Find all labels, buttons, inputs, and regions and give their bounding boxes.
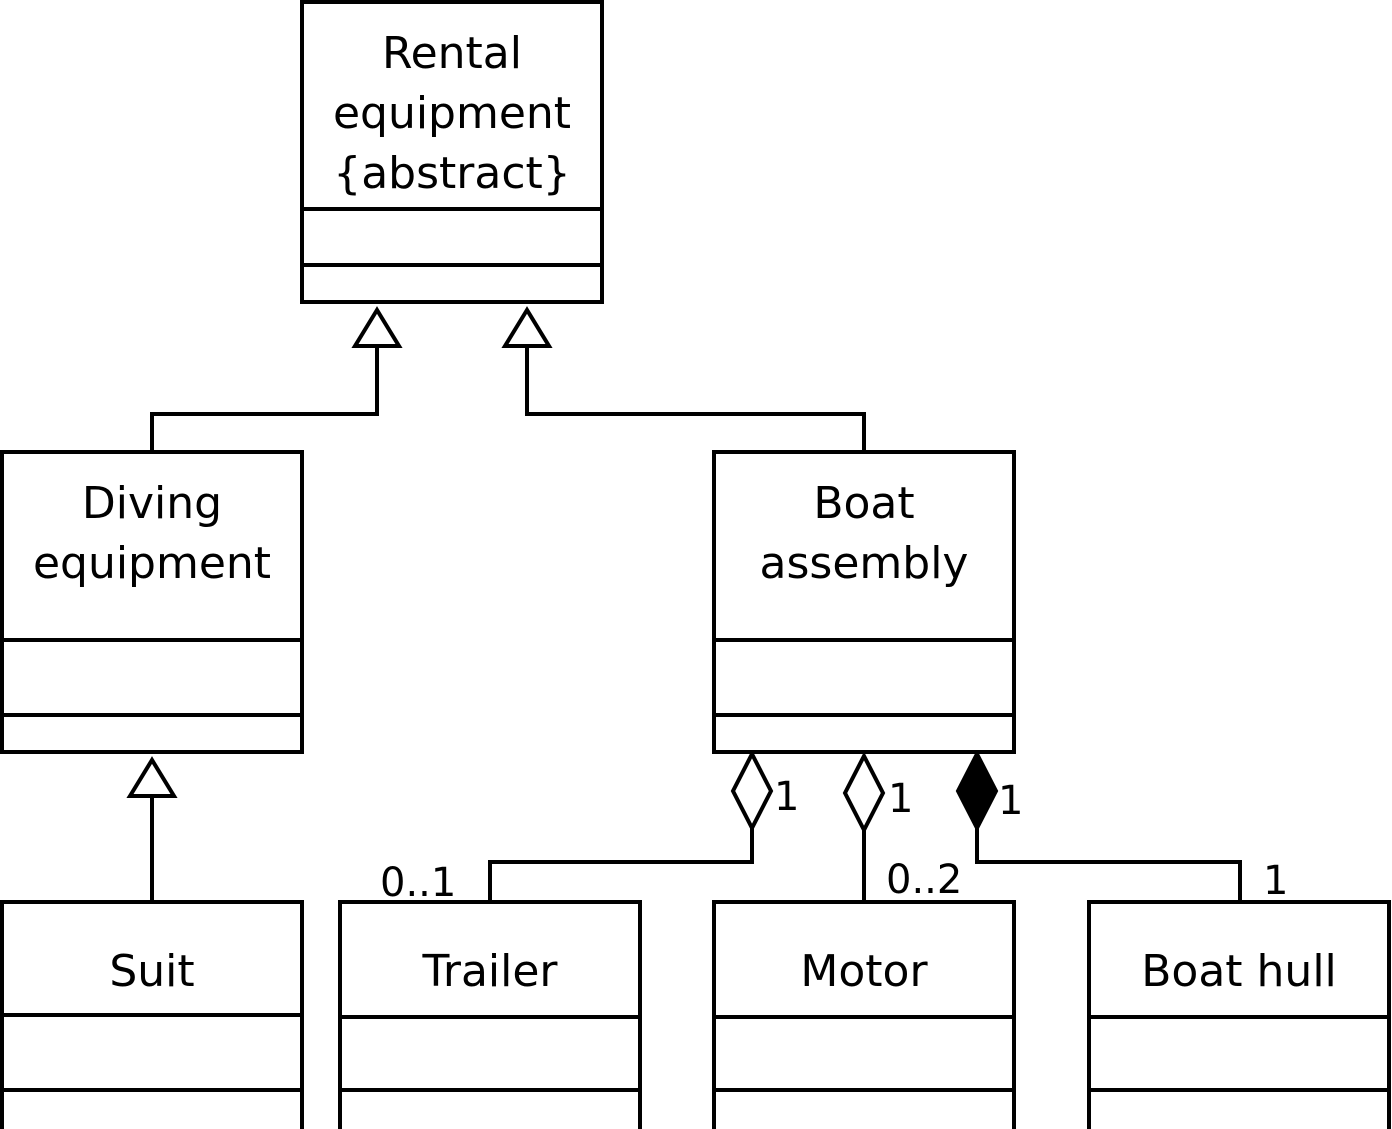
class-name-line: Boat hull [1141,946,1337,997]
class-name-line: equipment [333,88,571,139]
multiplicity-label: 1 [998,778,1023,824]
generalization-arrow-icon [501,306,553,348]
class-name-line: Diving [82,478,222,529]
class-rental-equipment[interactable]: Rental equipment {abstract} [300,0,604,304]
generalization-arrow-icon [126,756,178,798]
class-suit[interactable]: Suit [0,900,304,1129]
class-motor[interactable]: Motor [712,900,1016,1129]
multiplicity-label: 0..2 [886,857,962,903]
class-name-line: Suit [109,946,194,997]
class-name-line: Rental [382,28,522,79]
connectors [150,346,1242,902]
class-stereotype: {abstract} [333,148,571,199]
multiplicity-label: 1 [1263,858,1288,904]
class-name-line: Motor [800,946,928,997]
class-diving-equipment[interactable]: Diving equipment [0,450,304,754]
class-name-line: Boat [813,478,914,529]
multiplicity-label: 1 [888,776,913,822]
class-name-line: assembly [760,538,969,589]
composition-line-hull [975,828,1242,902]
class-boat-hull[interactable]: Boat hull [1087,900,1391,1129]
class-name-line: Trailer [421,946,558,997]
class-trailer[interactable]: Trailer [338,900,642,1129]
aggregation-diamond-icon [842,751,886,835]
aggregation-diamond-icon [730,749,774,833]
aggregation-line-trailer [488,828,754,902]
generalization-line-boat [525,346,866,452]
generalization-line-diving [150,346,379,452]
multiplicity-label: 0..1 [380,860,456,906]
class-name-line: equipment [33,538,271,589]
composition-diamond-icon [955,749,999,833]
multiplicity-label: 1 [774,774,799,820]
generalization-arrow-icon [351,306,403,348]
class-boat-assembly[interactable]: Boat assembly [712,450,1016,754]
